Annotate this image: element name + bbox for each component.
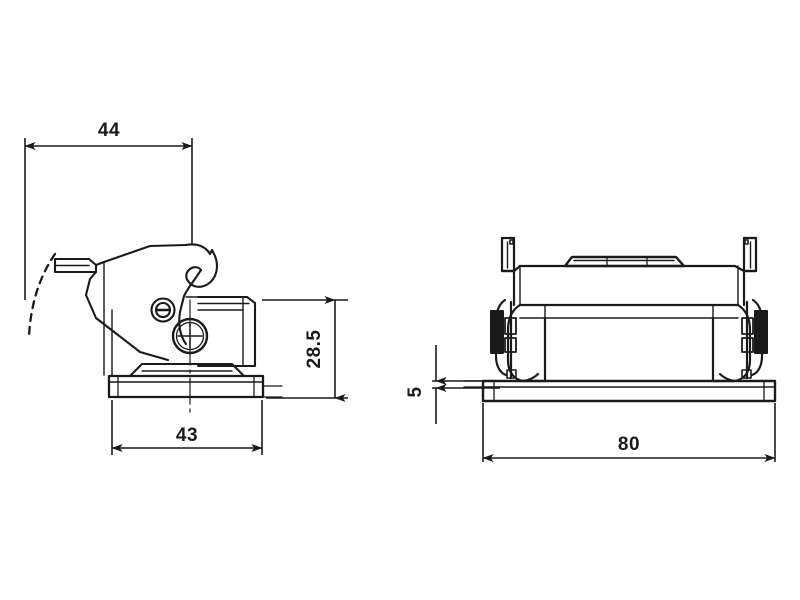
latch-lever-left [490,298,517,380]
dimension-label-44: 44 [98,120,120,141]
base-gusset [128,362,246,378]
dimension-width-44 [24,138,193,300]
dimension-width-43 [111,400,263,455]
lever-swing-arc [27,252,57,338]
side-view [27,243,283,413]
hood-step-band [518,303,740,319]
front-view [463,236,777,403]
lever-seat-web [103,261,113,376]
hood-body [185,295,257,368]
dimension-label-28-5: 28.5 [304,330,325,369]
latch-lever-right [741,298,768,380]
mounting-flange [107,374,283,399]
dimension-height-5 [432,345,500,424]
dimension-width-80 [482,403,776,462]
top-boss [563,255,686,268]
screw-head [150,297,176,323]
latch-lever-body [84,243,188,362]
dimension-height-28-5 [262,296,348,402]
dimension-label-5: 5 [405,386,426,397]
lever-arm-tip [53,257,98,274]
dimension-label-43: 43 [176,425,198,446]
latch-hook [178,243,218,346]
dimension-label-80: 80 [618,434,640,455]
